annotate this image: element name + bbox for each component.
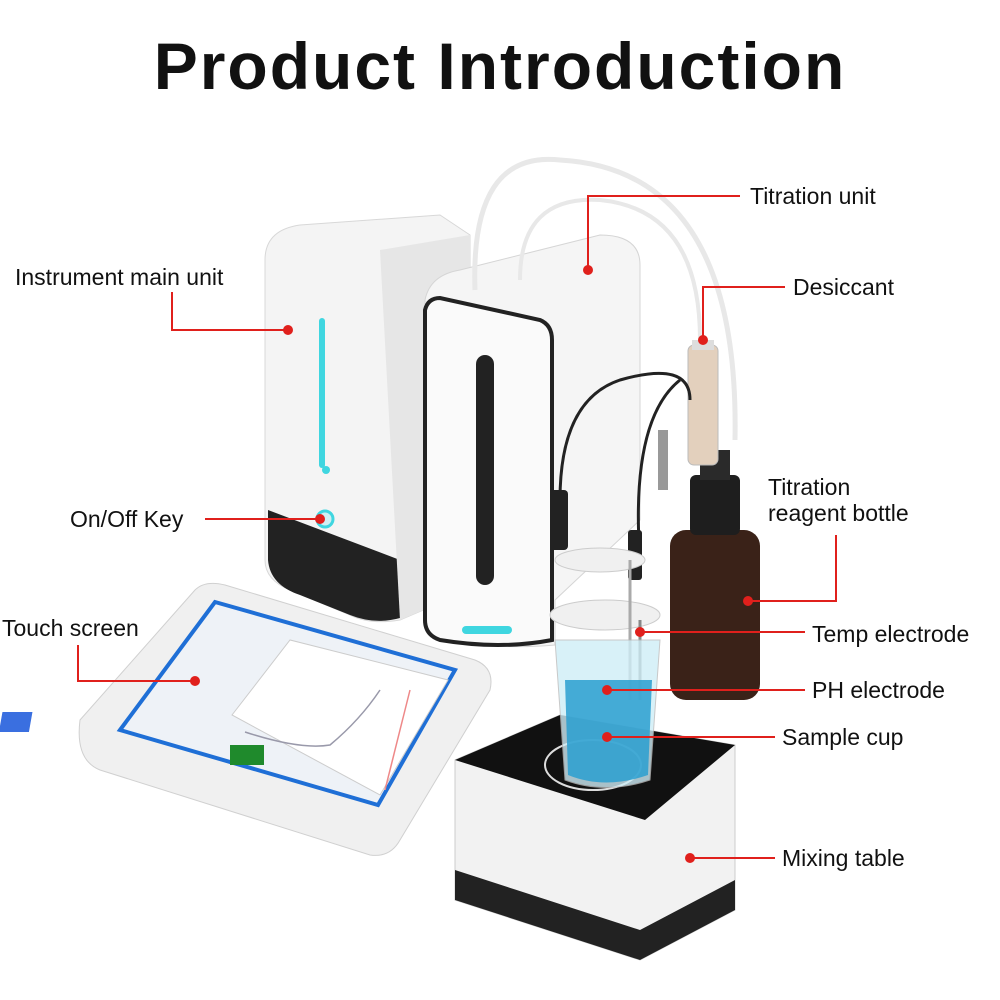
electrode-assembly — [549, 371, 692, 700]
label-reagent-bottle-line2: reagent bottle — [768, 500, 909, 526]
indicator-light — [319, 318, 325, 468]
label-temp-electrode: Temp electrode — [812, 621, 970, 647]
callout-reagent-bottle — [743, 535, 837, 606]
label-instrument-main-unit: Instrument main unit — [15, 264, 224, 290]
titration-unit — [423, 156, 738, 648]
label-titration-unit: Titration unit — [750, 183, 876, 209]
label-desiccant: Desiccant — [793, 274, 894, 300]
callout-titration-unit — [583, 195, 740, 275]
label-mixing-table: Mixing table — [782, 845, 905, 871]
label-reagent-bottle-line1: Titration — [768, 474, 851, 500]
callout-desiccant — [698, 286, 785, 345]
page-title: Product Introduction — [153, 29, 847, 103]
label-ph-electrode: PH electrode — [812, 677, 945, 703]
callout-mixing-table — [685, 853, 775, 863]
callout-touch-screen — [77, 645, 200, 686]
sample-cup — [554, 639, 661, 788]
label-sample-cup: Sample cup — [782, 724, 904, 750]
callout-on-off — [205, 514, 325, 524]
callout-sample-cup — [602, 732, 775, 742]
touch-screen-device — [0, 582, 492, 856]
callout-ph-electrode — [602, 685, 805, 695]
label-touch-screen: Touch screen — [2, 615, 139, 641]
label-on-off-key: On/Off Key — [70, 506, 184, 532]
callout-temp-electrode — [635, 627, 805, 637]
callout-main-unit — [171, 292, 293, 335]
